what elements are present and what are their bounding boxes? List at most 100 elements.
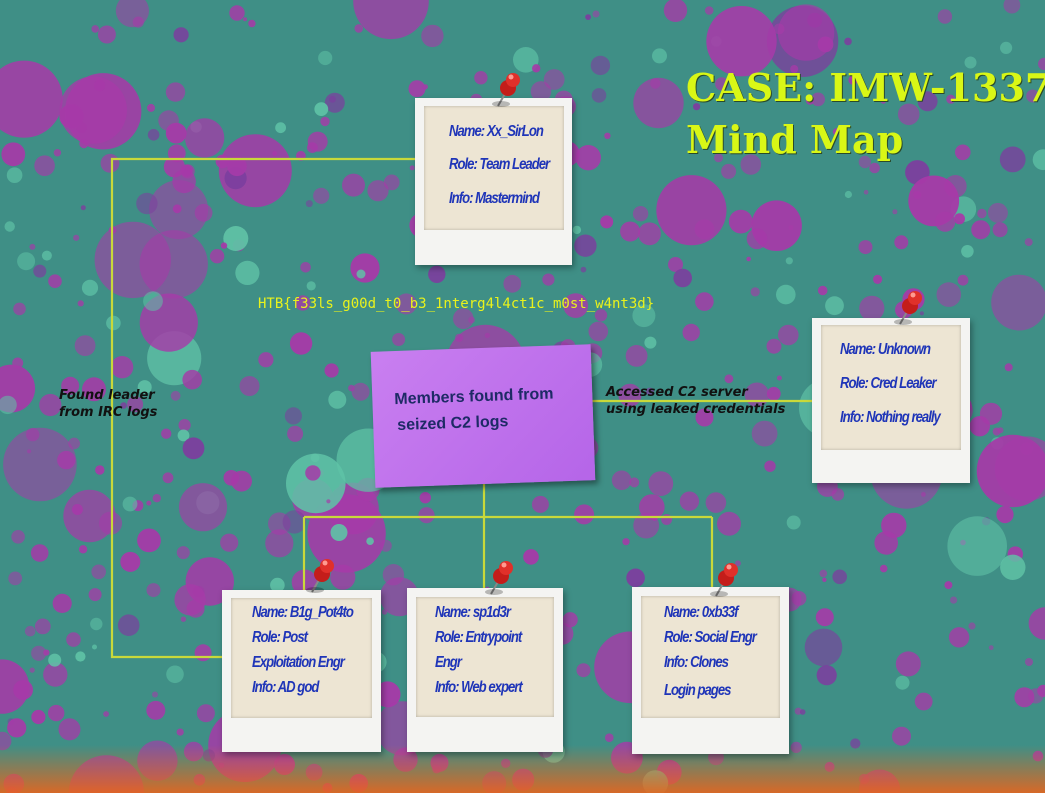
splatter-dot (90, 617, 103, 631)
flag-text: HTB{f33ls_g00d_t0_b3_1nterg4l4ct1c_m0st_… (258, 296, 655, 312)
splatter-dot (392, 333, 406, 346)
splatter-dot (177, 429, 190, 442)
splatter-dot (895, 675, 910, 690)
splatter-dot (605, 733, 614, 742)
splatter-dot (4, 221, 15, 232)
splatter-dot (172, 169, 196, 194)
splatter-dot (950, 596, 958, 604)
splatter-dot (13, 680, 33, 700)
splatter-dot (73, 234, 80, 241)
splatter-dot (182, 369, 202, 390)
splatter-dot (122, 496, 138, 512)
splatter-dot (24, 625, 36, 637)
card-potato-photo (231, 598, 372, 718)
splatter-dot (3, 427, 77, 502)
splatter-dot (971, 220, 991, 240)
splatter-dot (33, 264, 47, 278)
splatter-dot (146, 583, 161, 598)
splatter-dot (39, 393, 62, 417)
splatter-dot (633, 77, 684, 129)
splatter-dot (422, 84, 428, 90)
connector-leader-to-potato (110, 157, 415, 659)
splatter-dot (897, 103, 920, 126)
splatter-dot (120, 402, 127, 409)
splatter-dot (1032, 149, 1045, 171)
splatter-dot (964, 56, 977, 69)
splatter-dot (777, 4, 835, 61)
splatter-dot (776, 375, 782, 381)
splatter-dot (106, 315, 121, 331)
card-beef-role: Role: Social Engr (664, 629, 757, 646)
splatter-dot (786, 515, 801, 530)
splatter-dot (894, 235, 909, 250)
splatter-dot (611, 470, 632, 491)
splatter-dot (468, 316, 475, 324)
splatter-dot (31, 645, 47, 661)
splatter-dot (750, 287, 760, 297)
card-beef-photo (641, 596, 780, 718)
splatter-dot (822, 577, 827, 582)
splatter-dot (968, 622, 976, 630)
splatter-dot (936, 282, 962, 307)
splatter-dot (395, 293, 417, 315)
splatter-dot (270, 577, 285, 593)
splatter-dot (137, 528, 161, 553)
splatter-dot (714, 153, 723, 163)
splatter-dot (946, 94, 956, 104)
splatter-dot (286, 453, 346, 514)
splatter-dot (17, 252, 36, 271)
splatter-dot (92, 644, 97, 650)
splatter-dot (71, 504, 83, 515)
splatter-dot (374, 681, 401, 708)
splatter-dot (832, 128, 840, 136)
pushpin-icon (306, 559, 334, 593)
splatter-dot (353, 0, 429, 40)
splatter-dot (740, 154, 762, 175)
splatter-dot (239, 376, 260, 396)
splatter-dot (778, 324, 799, 346)
splatter-dot (329, 95, 336, 103)
pushpin-icon (710, 563, 738, 597)
splatter-dot (1000, 41, 1013, 55)
splatter-dot (705, 492, 727, 513)
splatter-dot (52, 593, 72, 614)
card-potato-role-cont: Exploitation Engr (252, 654, 345, 671)
splatter-dot (227, 156, 247, 177)
splatter-dot (29, 667, 35, 673)
splatter-dot (194, 203, 213, 222)
splatter-dot (858, 240, 873, 255)
edge-label-c2: Accessed C2 server using leaked credenti… (606, 384, 785, 418)
card-spider-info: Info: Web expert (435, 679, 523, 696)
splatter-dot (575, 145, 601, 171)
splatter-dot (453, 308, 474, 330)
splatter-dot (639, 494, 665, 520)
card-potato-name: Name: B1g_Pot4to (252, 604, 354, 621)
splatter-dot (1026, 89, 1040, 103)
splatter-dot (120, 551, 141, 572)
splatter-dot (987, 202, 1008, 223)
splatter-dot (48, 274, 62, 289)
splatter-dot (147, 129, 160, 141)
splatter-dot (532, 64, 541, 73)
splatter-dot (859, 295, 885, 321)
splatter-dot (563, 293, 589, 318)
splatter-dot (961, 245, 974, 258)
splatter-dot (816, 665, 837, 686)
case-title-line2: Mind Map (686, 117, 904, 162)
card-unknown-role: Role: Cred Leaker (840, 375, 937, 392)
splatter-dot (625, 345, 648, 367)
splatter-dot (594, 309, 608, 322)
splatter-dot (819, 569, 828, 578)
splatter-dot (137, 380, 152, 395)
card-leader-name: Name: Xx_SirLon (449, 123, 544, 140)
splatter-dot (53, 149, 62, 157)
splatter-dot (751, 420, 778, 447)
splatter-dot (1038, 57, 1045, 71)
splatter-dot (668, 257, 683, 272)
splatter-dot (330, 564, 356, 590)
splatter-dot (604, 132, 611, 139)
splatter-dot (543, 69, 565, 90)
splatter-dot (844, 190, 853, 199)
splatter-dot (764, 460, 776, 472)
